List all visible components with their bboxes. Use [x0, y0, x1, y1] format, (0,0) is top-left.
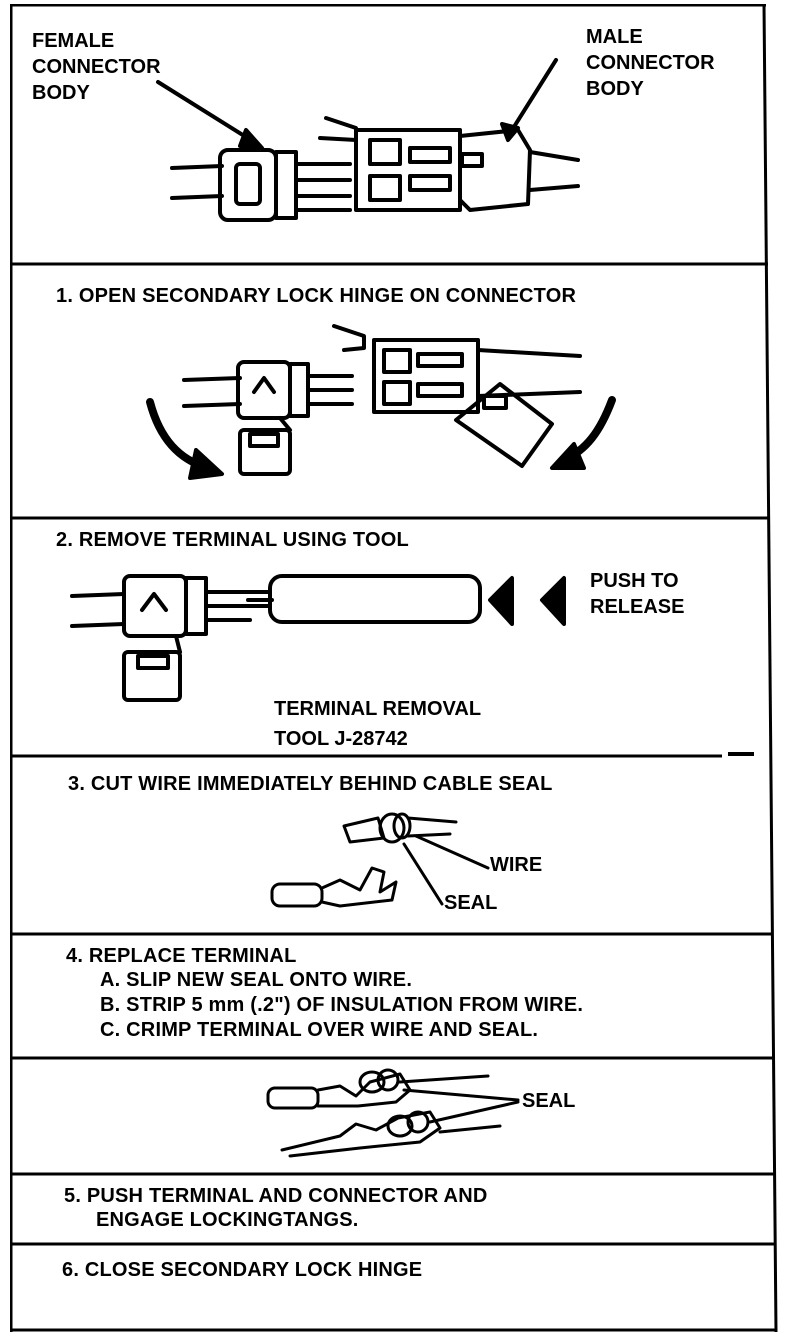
- wire-label: WIRE: [490, 854, 543, 876]
- female-leader-line: [156, 80, 256, 144]
- step-5-text-line2: ENGAGE LOCKINGTANGS.: [96, 1209, 359, 1231]
- step-4-text: 4. REPLACE TERMINAL: [66, 945, 297, 967]
- male-leader-line: [510, 58, 558, 132]
- seal-label: SEAL: [444, 892, 498, 914]
- open-hinge-illustration: [146, 324, 616, 480]
- cut-wire-illustration: [270, 812, 490, 908]
- female-connector-label: FEMALE CONNECTOR BODY: [32, 30, 161, 104]
- crimp-terminal-illustration: [266, 1068, 520, 1158]
- step-4-sub-b: B. STRIP 5 mm (.2") OF INSULATION FROM W…: [100, 994, 584, 1016]
- step-2-text: 2. REMOVE TERMINAL USING TOOL: [56, 529, 409, 551]
- male-connector-label: MALE CONNECTOR BODY: [586, 26, 715, 100]
- push-to-release-label: PUSH TO RELEASE: [590, 570, 685, 618]
- tool-label: TERMINAL REMOVAL TOOL J-28742: [274, 698, 482, 750]
- removal-tool: [268, 574, 482, 624]
- step-6-text: 6. CLOSE SECONDARY LOCK HINGE: [62, 1259, 423, 1281]
- panel-borders: [10, 4, 778, 1332]
- step-4-sub-c: C. CRIMP TERMINAL OVER WIRE AND SEAL.: [100, 1019, 539, 1041]
- step-3-text: 3. CUT WIRE IMMEDIATELY BEHIND CABLE SEA…: [68, 773, 553, 795]
- step-4-sub-a: A. SLIP NEW SEAL ONTO WIRE.: [100, 969, 413, 991]
- diagram-frame: [10, 4, 778, 1332]
- step-5-text-line1: 5. PUSH TERMINAL AND CONNECTOR AND: [64, 1185, 488, 1207]
- step-1-text: 1. OPEN SECONDARY LOCK HINGE ON CONNECTO…: [56, 285, 577, 307]
- remove-terminal-illustration: [70, 574, 566, 702]
- seal-label-crimp: SEAL: [522, 1090, 576, 1112]
